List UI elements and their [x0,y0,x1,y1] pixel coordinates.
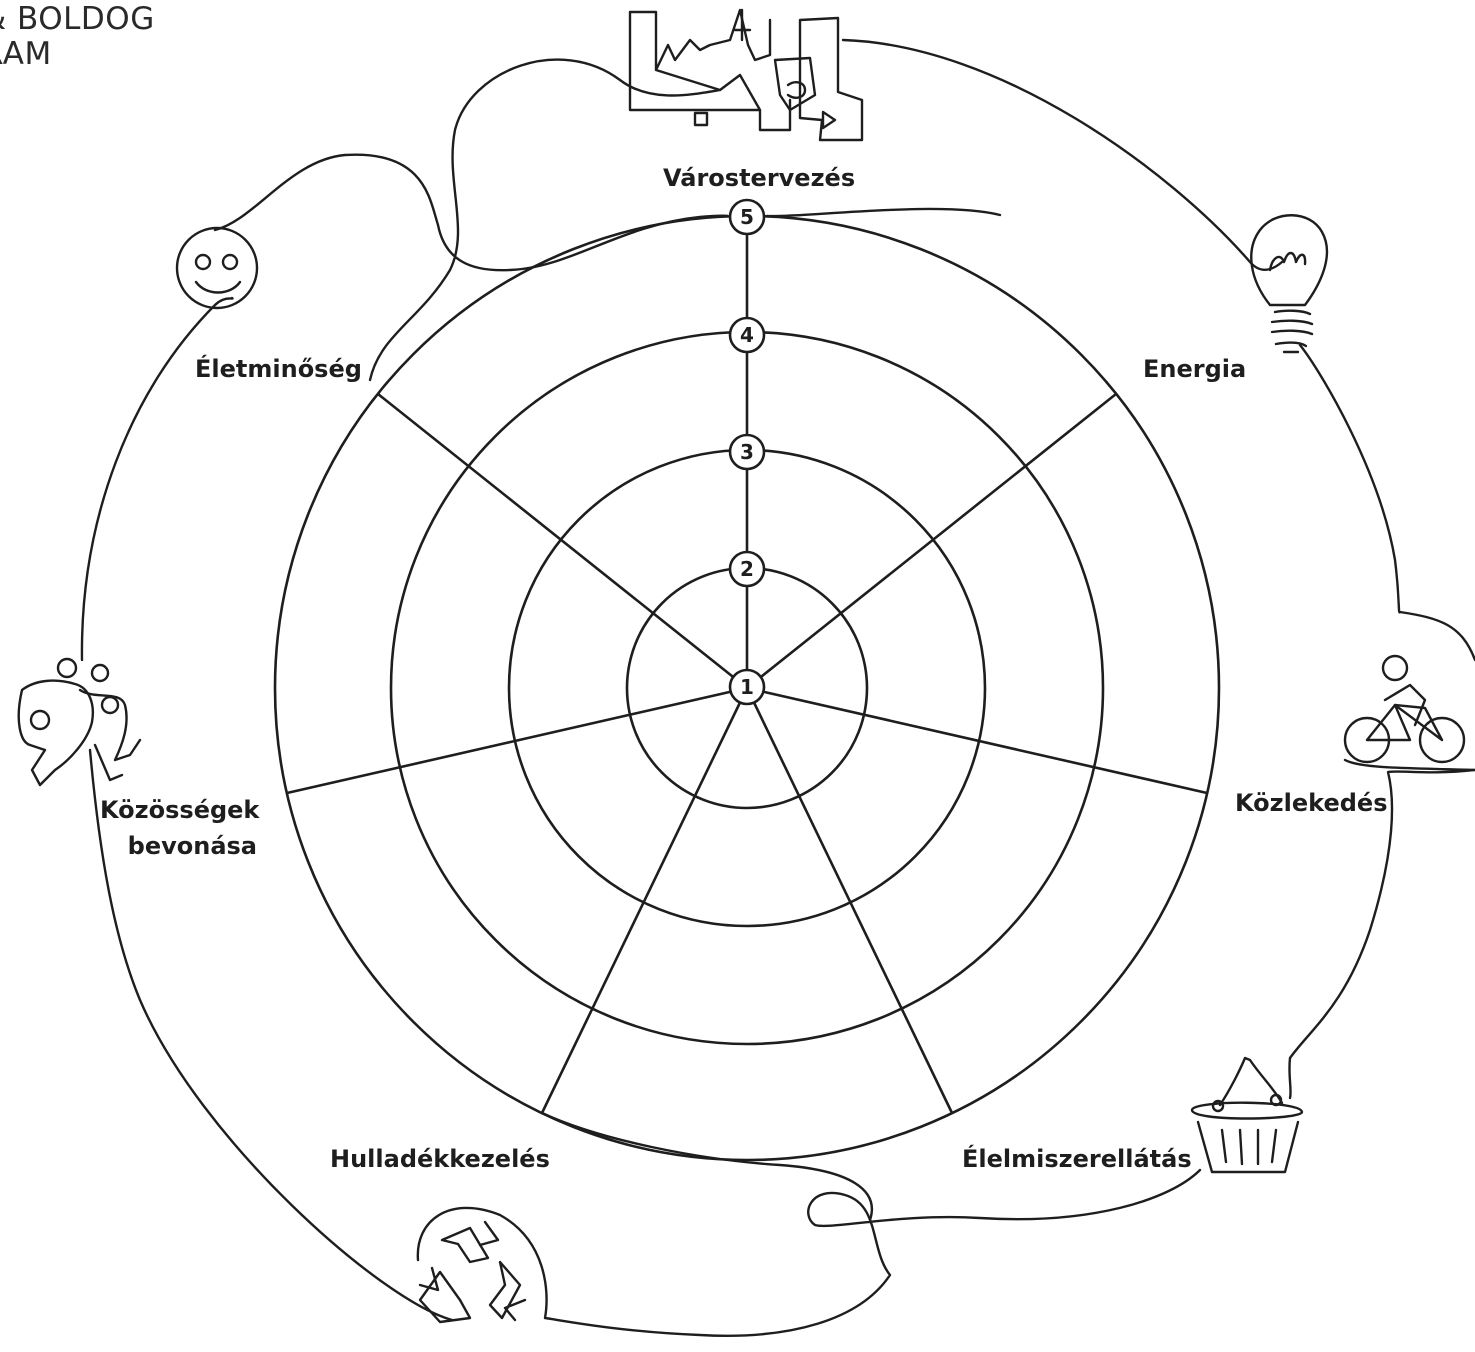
shopping-basket-icon [1192,1058,1302,1172]
category-label-kozossegek: Közösségek bevonása [100,792,257,864]
level-label-1: 1 [740,675,754,699]
level-label-2: 2 [740,557,754,581]
level-badge-3: 3 [730,435,764,469]
ribbon-connector [542,1113,872,1220]
spoke-energia [747,394,1116,688]
level-badge-4: 4 [730,318,764,352]
spoke-kozlekedes [747,688,1207,793]
spoke-kozossegek [287,688,747,793]
people-group-icon [19,659,140,785]
recycle-icon [420,1222,525,1322]
level-badge-5: 5 [730,200,764,234]
category-label-elelmiszerellatas: Élelmiszerellátás [962,1141,1192,1177]
level-label-5: 5 [740,205,754,229]
category-label-kozossegek-line2: bevonása [100,828,257,864]
level-label-3: 3 [740,440,754,464]
city-skyline-icon [630,10,862,140]
light-bulb-icon [1251,215,1327,352]
category-label-kozossegek-line1: Közösségek [100,792,257,828]
cyclist-icon [1345,656,1475,770]
level-label-4: 4 [740,323,754,347]
level-badge-2: 2 [730,552,764,586]
smiley-face-icon [177,228,257,308]
level-badge-1: 1 [730,670,764,704]
category-label-eletminoseg: Életminőség [195,351,362,387]
spoke-eletminoseg [378,394,747,688]
category-label-energia: Energia [1143,351,1246,387]
continuous-line-drawing [82,40,1475,1336]
category-label-kozlekedes: Közlekedés [1235,785,1387,821]
category-label-varostervezes: Várostervezés [663,160,855,196]
category-label-hulladekkezeles: Hulladékkezelés [330,1141,550,1177]
